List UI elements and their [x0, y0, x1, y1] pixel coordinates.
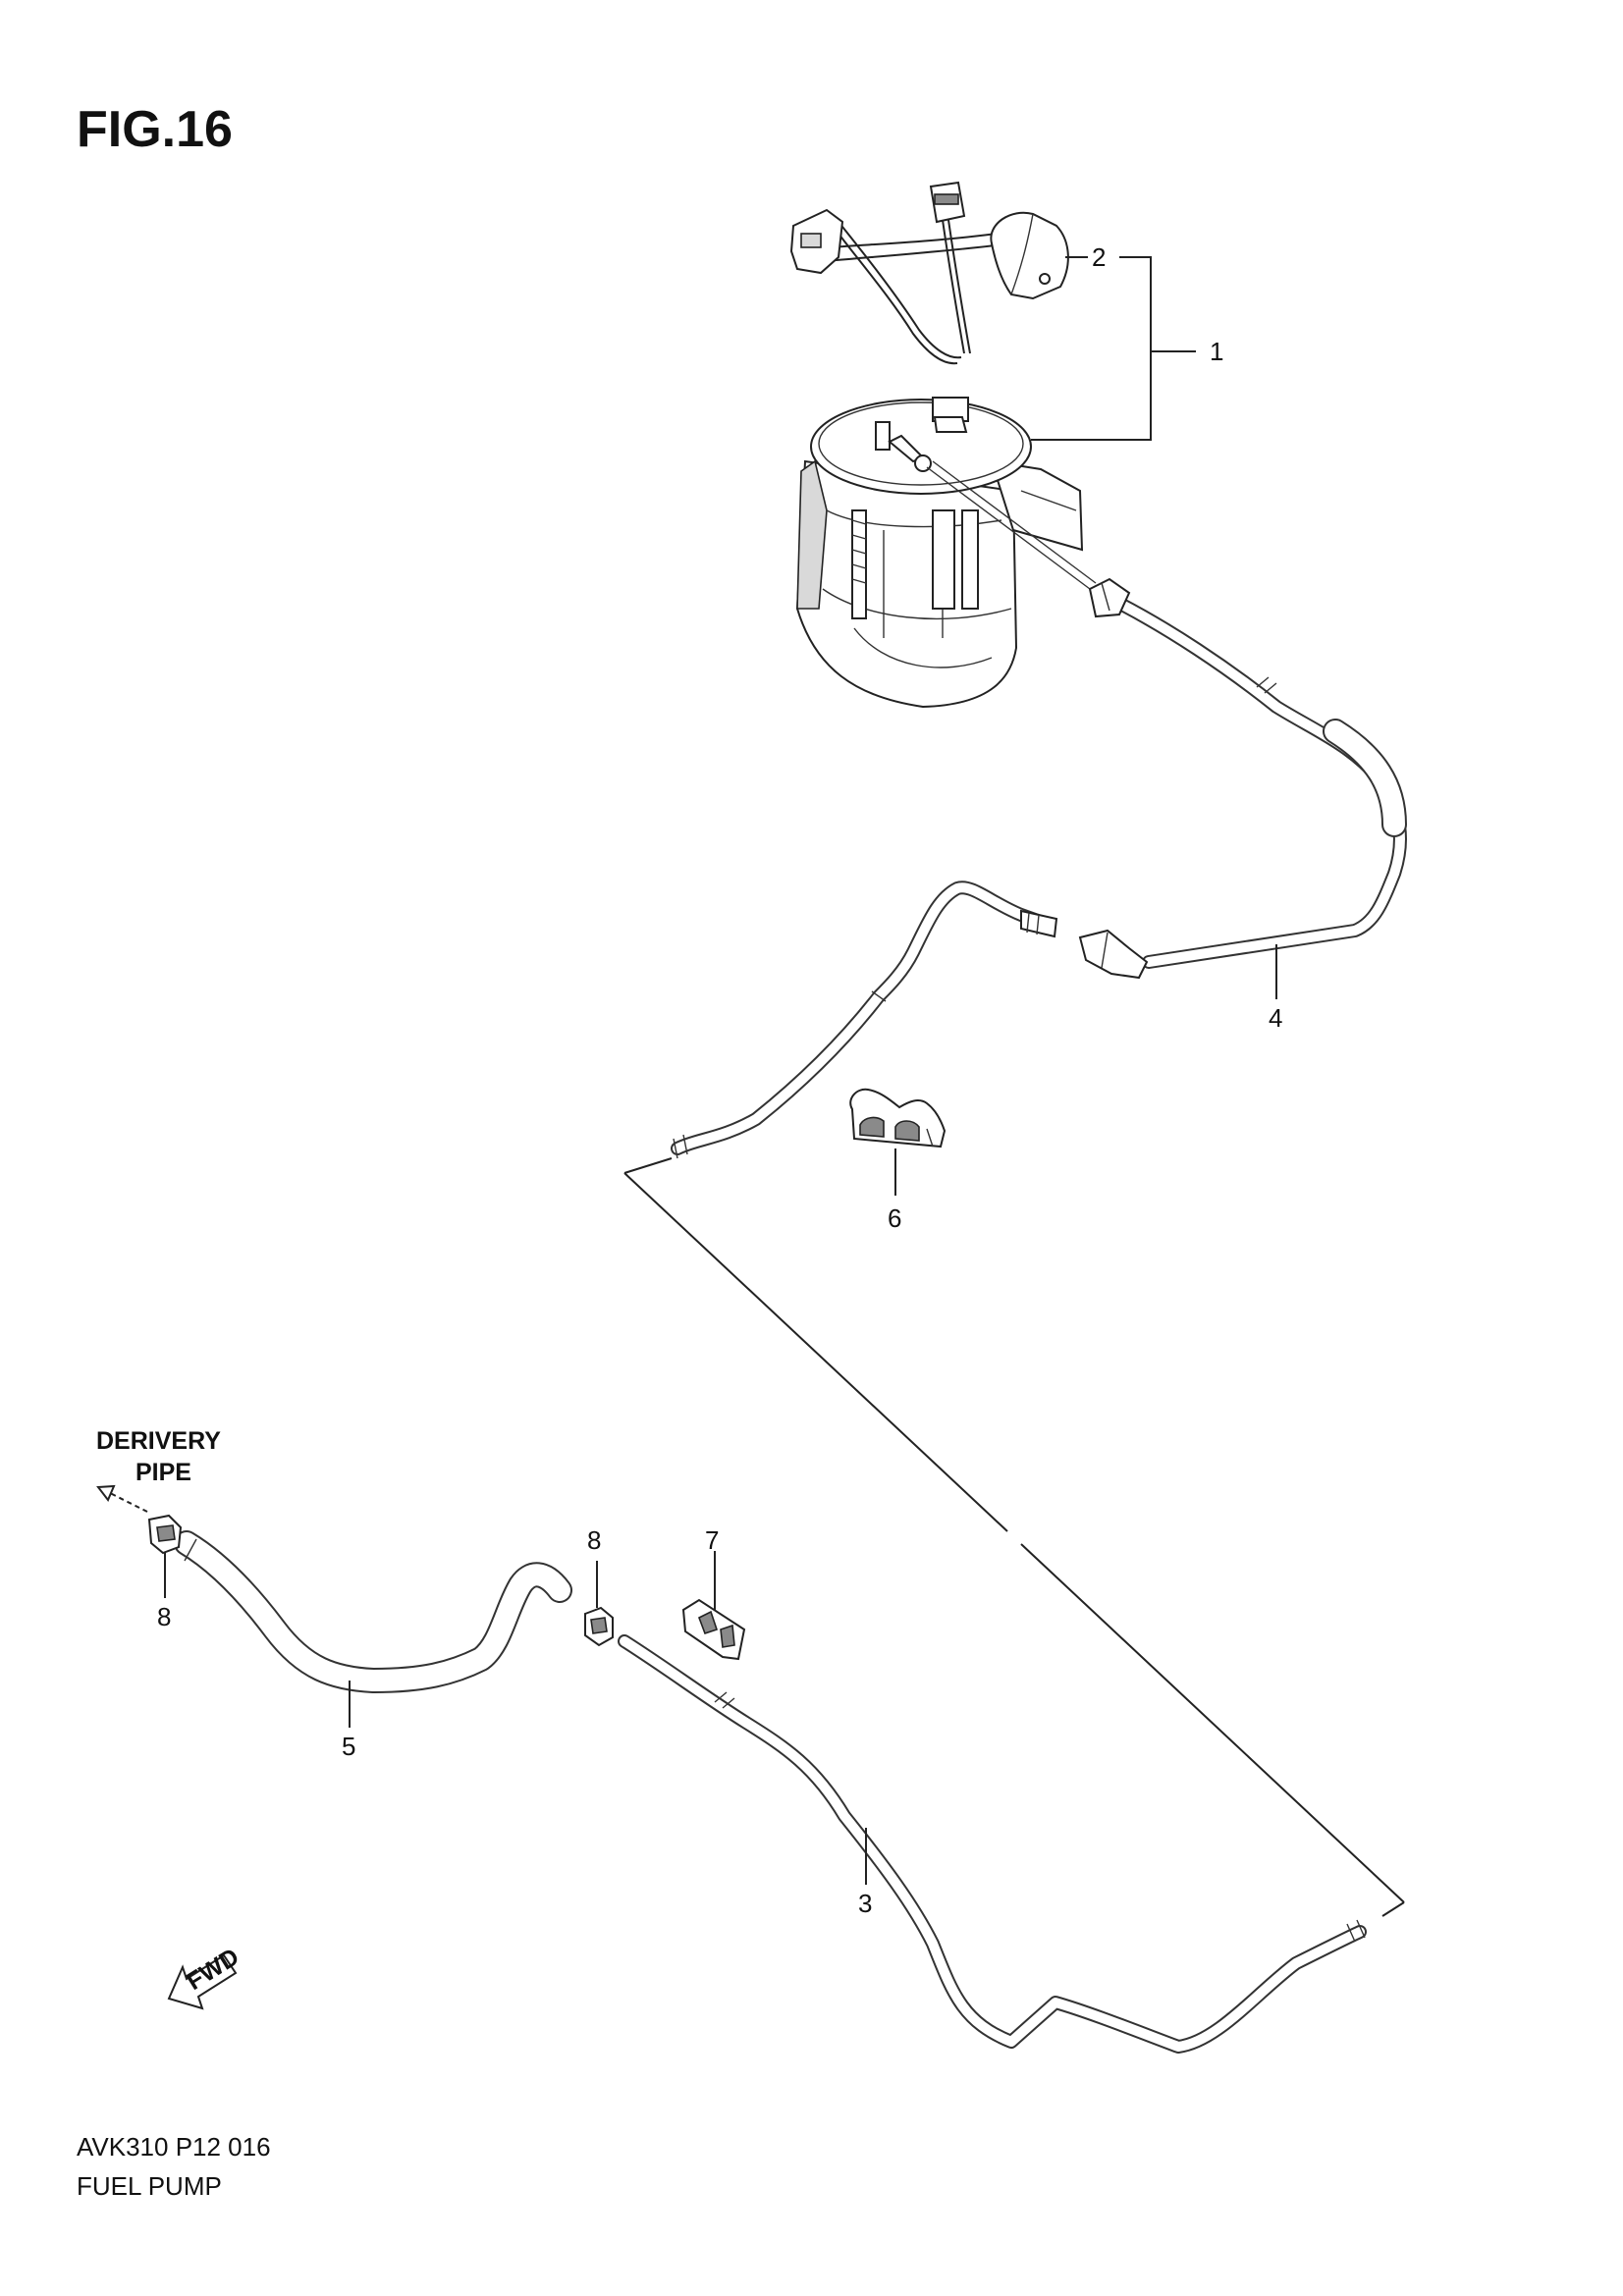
delivery-pipe-label-line2: PIPE	[135, 1459, 191, 1486]
part-1-fuel-pump	[795, 397, 1097, 709]
figure-title: FIG.16	[77, 101, 233, 158]
part-7-clamp	[681, 1551, 746, 1661]
callout-8-right: 8	[587, 1525, 601, 1555]
part-3-fuel-pipe	[618, 1634, 1367, 2054]
figure-name: FUEL PUMP	[77, 2171, 222, 2201]
callout-4: 4	[1269, 1003, 1282, 1033]
part-4-fuel-hose	[1078, 577, 1407, 999]
delivery-pipe-label-line1: DERIVERY	[96, 1427, 221, 1455]
fwd-arrow-icon: FWD	[167, 1943, 243, 2010]
callout-8-left: 8	[157, 1602, 171, 1631]
callout-2: 2	[1092, 242, 1106, 272]
part-8-clip-left	[147, 1514, 183, 1598]
direction-arrow-icon	[96, 1484, 148, 1513]
callout-7: 7	[705, 1525, 719, 1555]
callout-5: 5	[342, 1732, 355, 1761]
part-2-harness	[789, 181, 1069, 365]
figure-code: AVK310 P12 016	[77, 2132, 271, 2162]
section-break-line	[623, 1157, 1405, 1917]
callout-1: 1	[1210, 337, 1223, 366]
callout-lines-1-2	[1031, 256, 1196, 441]
callout-3: 3	[858, 1889, 872, 1918]
part-3-pipe-upper	[671, 881, 1058, 1159]
callout-6: 6	[888, 1203, 901, 1233]
part-5-delivery-hose	[174, 1530, 572, 1728]
part-6-clamp	[849, 1088, 947, 1196]
part-8-clip-right	[584, 1561, 614, 1647]
